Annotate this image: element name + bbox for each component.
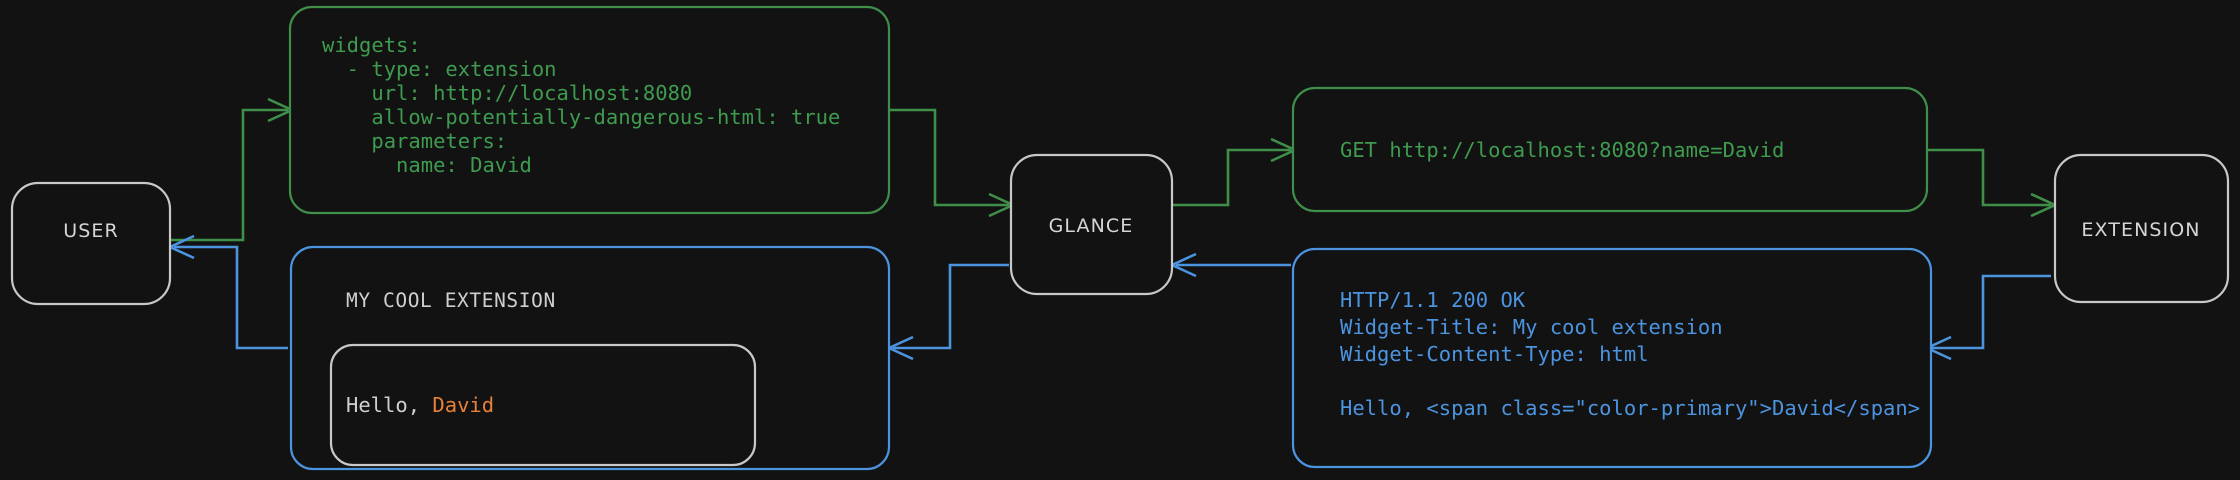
response-line-1: Widget-Title: My cool extension [1340,315,1723,339]
widget-inner-border [329,343,757,467]
config-box-border[interactable] [288,5,891,215]
config-line-2: url: http://localhost:8080 [322,81,692,105]
widget-body-highlight: David [432,393,494,417]
connector-widget-to-user [166,234,288,350]
node-glance[interactable]: GLANCE [1009,153,1174,296]
config-line-3: allow-potentially-dangerous-html: true [322,105,840,129]
connector-response-to-glance [1168,252,1291,278]
connector-user-to-config [170,97,296,242]
user-box[interactable] [10,181,172,306]
widget-body: Hello, David [346,393,494,417]
connector-extension-to-response [1923,274,2051,361]
connector-glance-to-widget [885,263,1009,361]
glance-label: GLANCE [1049,215,1134,237]
http-get-request[interactable]: GET http://localhost:8080?name=David [1291,86,1929,213]
response-line-2: Widget-Content-Type: html [1340,342,1649,366]
node-extension[interactable]: EXTENSION [2053,153,2230,304]
http-response[interactable]: HTTP/1.1 200 OK Widget-Title: My cool ex… [1291,247,1933,469]
user-label: USER [63,220,119,242]
response-line-4: Hello, <span class="color-primary">David… [1340,396,1920,420]
extension-box[interactable] [2053,153,2230,304]
connector-request-to-extension [1927,148,2059,218]
request-box-border[interactable] [1291,86,1929,213]
connector-glance-to-request [1172,137,1299,207]
widget-body-prefix: Hello, [346,393,432,417]
node-user[interactable]: USER [10,181,172,306]
request-line-0: GET http://localhost:8080?name=David [1340,138,1784,162]
widget-title: MY COOL EXTENSION [346,289,556,312]
config-line-0: widgets: [322,33,421,57]
glance-box[interactable] [1009,153,1174,296]
config-line-1: - type: extension [322,57,557,81]
response-box-border[interactable] [1291,247,1933,469]
response-line-0: HTTP/1.1 200 OK [1340,288,1526,312]
connector-config-to-glance [889,108,1017,218]
rendered-widget[interactable]: MY COOL EXTENSION Hello, David [289,245,891,471]
extension-label: EXTENSION [2081,219,2200,241]
glance-yaml-config[interactable]: widgets: - type: extension url: http://l… [288,5,891,215]
config-line-5: name: David [322,153,532,177]
config-line-4: parameters: [322,129,507,153]
